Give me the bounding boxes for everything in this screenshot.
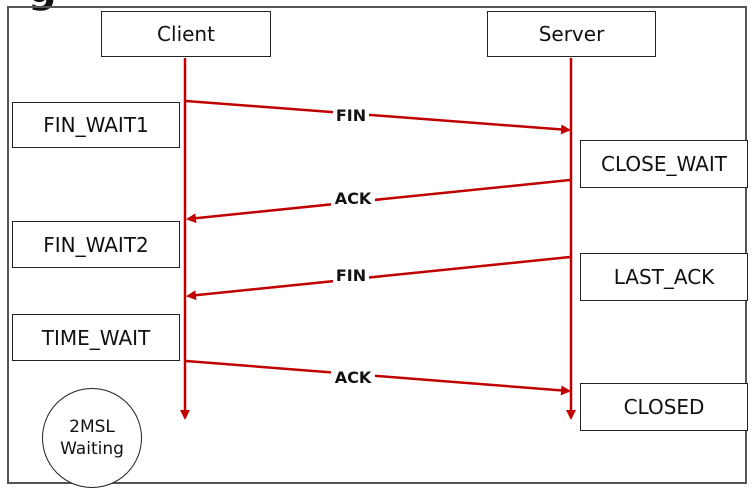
state-time-wait: TIME_WAIT <box>12 314 180 361</box>
diagram-frame <box>7 6 747 484</box>
message-arrow-ack-1 <box>186 178 571 224</box>
state-close-wait: CLOSE_WAIT <box>580 140 748 188</box>
wait-circle-line1: 2MSL <box>69 417 115 437</box>
server-participant: Server <box>487 11 656 57</box>
state-closed: CLOSED <box>580 383 748 431</box>
two-msl-waiting-circle: 2MSL Waiting <box>42 388 142 488</box>
message-label-ack-2: ACK <box>335 368 372 387</box>
message-label-fin-2: FIN <box>336 266 366 285</box>
client-participant: Client <box>101 11 271 57</box>
message-arrow-fin-1 <box>185 99 571 135</box>
message-arrow-fin-2 <box>186 255 571 301</box>
message-label-fin-1: FIN <box>336 106 366 125</box>
message-label-ack-1: ACK <box>335 189 372 208</box>
message-arrow-ack-2 <box>185 359 571 396</box>
wait-circle-line2: Waiting <box>60 439 124 459</box>
state-last-ack: LAST_ACK <box>580 253 748 301</box>
state-fin-wait1: FIN_WAIT1 <box>12 102 180 148</box>
state-fin-wait2: FIN_WAIT2 <box>12 221 180 268</box>
